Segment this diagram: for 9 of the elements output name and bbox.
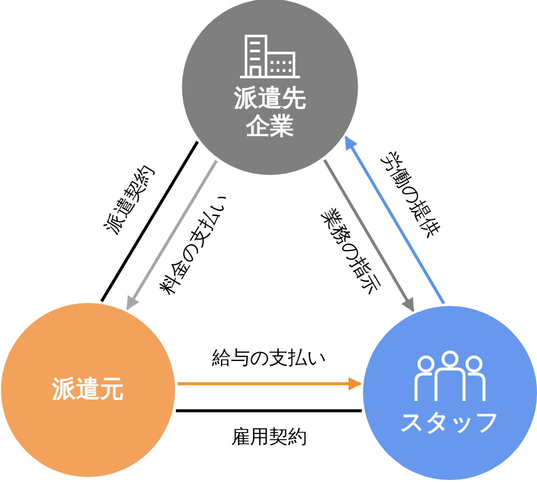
arrow — [178, 377, 362, 391]
arrow — [126, 160, 218, 310]
node-label: 派遣先企業 — [232, 85, 307, 141]
arrow — [323, 159, 415, 312]
node-label: スタッフ — [400, 409, 500, 437]
connector-line — [100, 140, 199, 302]
node-label: 派遣元 — [52, 376, 124, 404]
arrow — [344, 136, 446, 304]
connector-line — [176, 409, 362, 412]
